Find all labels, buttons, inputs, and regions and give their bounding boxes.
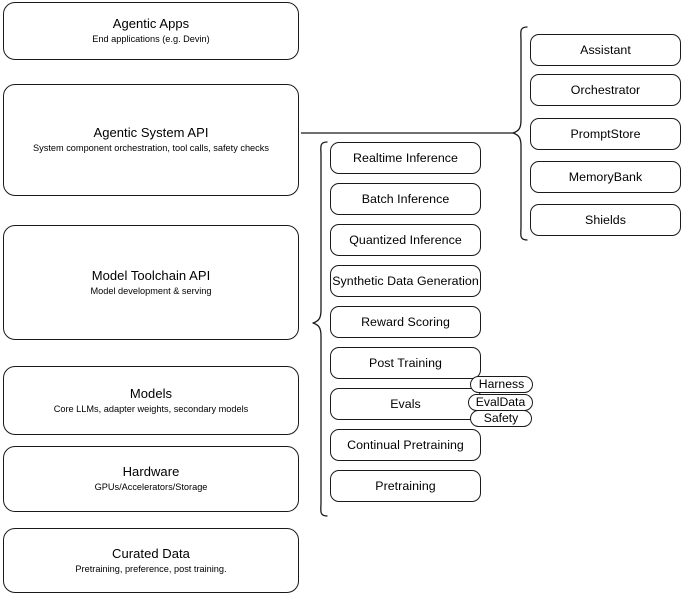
brace-system-components bbox=[512, 26, 528, 241]
toolchain-post-training[interactable]: Post Training bbox=[330, 347, 481, 379]
toolchain-realtime-inference[interactable]: Realtime Inference bbox=[330, 142, 481, 174]
system-component-orchestrator[interactable]: Orchestrator bbox=[530, 74, 681, 106]
chip-label: Reward Scoring bbox=[361, 314, 450, 329]
system-component-assistant[interactable]: Assistant bbox=[530, 34, 681, 66]
layer-title: Models bbox=[129, 385, 173, 401]
system-component-memorybank[interactable]: MemoryBank bbox=[530, 161, 681, 193]
chip-label: Batch Inference bbox=[361, 191, 450, 206]
layer-hardware[interactable]: Hardware GPUs/Accelerators/Storage bbox=[3, 446, 299, 512]
layer-title: Curated Data bbox=[112, 545, 190, 561]
layer-models[interactable]: Models Core LLMs, adapter weights, secon… bbox=[3, 366, 299, 435]
chip-label: Orchestrator bbox=[570, 82, 641, 97]
toolchain-reward-scoring[interactable]: Reward Scoring bbox=[330, 306, 481, 338]
chip-label: MemoryBank bbox=[568, 169, 643, 184]
chip-label: Evals bbox=[390, 396, 421, 411]
layer-title: Hardware bbox=[122, 464, 180, 479]
layer-subtitle: Core LLMs, adapter weights, secondary mo… bbox=[53, 403, 249, 414]
layer-title: Model Toolchain API bbox=[91, 267, 211, 283]
chip-label: Synthetic Data Generation bbox=[332, 273, 479, 288]
chip-label: Quantized Inference bbox=[349, 232, 462, 247]
layer-title: Agentic System API bbox=[93, 125, 209, 140]
layer-model-toolchain-api[interactable]: Model Toolchain API Model development & … bbox=[3, 225, 299, 340]
evals-pill-safety[interactable]: Safety bbox=[470, 410, 532, 427]
toolchain-quantized-inference[interactable]: Quantized Inference bbox=[330, 224, 481, 256]
layer-agentic-system-api[interactable]: Agentic System API System component orch… bbox=[3, 84, 299, 196]
layer-subtitle: Model development & serving bbox=[90, 285, 212, 296]
toolchain-evals[interactable]: Evals bbox=[330, 388, 481, 420]
layer-subtitle: System component orchestration, tool cal… bbox=[33, 143, 269, 153]
system-component-promptstore[interactable]: PromptStore bbox=[530, 118, 681, 150]
evals-pill-harness[interactable]: Harness bbox=[470, 376, 533, 393]
chip-label: Assistant bbox=[580, 42, 631, 57]
layer-subtitle: Pretraining, preference, post training. bbox=[75, 563, 227, 574]
layer-subtitle: End applications (e.g. Devin) bbox=[92, 34, 210, 44]
layer-title: Agentic Apps bbox=[112, 16, 190, 31]
chip-label: Continual Pretraining bbox=[347, 437, 464, 452]
chip-label: Shields bbox=[585, 212, 626, 227]
brace-toolchain-components bbox=[312, 141, 328, 517]
layer-curated-data[interactable]: Curated Data Pretraining, preference, po… bbox=[3, 528, 299, 593]
system-component-shields[interactable]: Shields bbox=[530, 204, 681, 236]
chip-label: Realtime Inference bbox=[353, 150, 458, 165]
layer-subtitle: GPUs/Accelerators/Storage bbox=[94, 482, 208, 492]
toolchain-batch-inference[interactable]: Batch Inference bbox=[330, 183, 481, 215]
toolchain-pretraining[interactable]: Pretraining bbox=[330, 470, 481, 502]
chip-label: PromptStore bbox=[570, 126, 641, 141]
toolchain-synthetic-data-generation[interactable]: Synthetic Data Generation bbox=[330, 265, 481, 297]
layer-agentic-apps[interactable]: Agentic Apps End applications (e.g. Devi… bbox=[3, 2, 299, 60]
toolchain-continual-pretraining[interactable]: Continual Pretraining bbox=[330, 429, 481, 461]
evals-pill-evaldata[interactable]: EvalData bbox=[468, 394, 533, 411]
chip-label: Pretraining bbox=[375, 478, 436, 493]
chip-label: Post Training bbox=[369, 355, 442, 370]
